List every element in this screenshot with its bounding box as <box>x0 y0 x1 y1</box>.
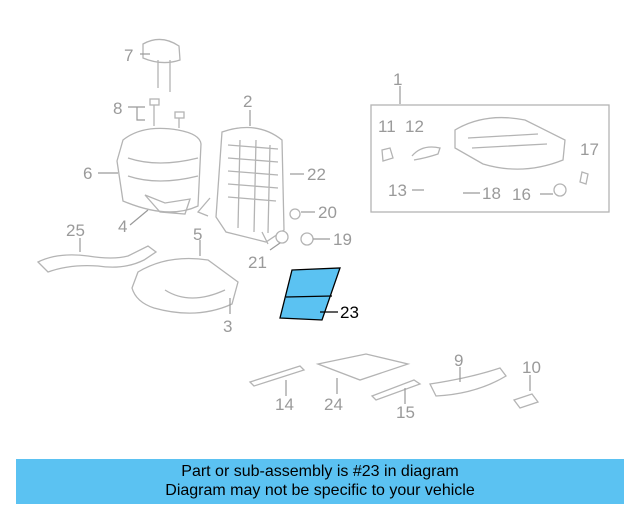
headrest-part <box>142 38 181 92</box>
seat-cushion-part <box>131 257 239 314</box>
label-24: 24 <box>324 395 343 414</box>
bolt-part <box>149 98 185 128</box>
seatback-cover-part <box>116 127 202 215</box>
wire-harness-part <box>36 245 158 273</box>
label-15: 15 <box>396 403 415 422</box>
panel-part <box>315 353 411 381</box>
label-1: 1 <box>393 70 402 89</box>
label-20: 20 <box>318 203 337 222</box>
trim-strip-part <box>248 365 306 387</box>
side-cover-part <box>429 367 507 397</box>
label-21: 21 <box>248 253 267 272</box>
label-5: 5 <box>193 225 202 244</box>
label-3: 3 <box>223 317 232 336</box>
clip-parts <box>275 208 314 246</box>
rail-cover-part <box>370 379 422 401</box>
label-10: 10 <box>522 358 541 377</box>
info-banner: Part or sub-assembly is #23 in diagram D… <box>16 459 624 504</box>
label-19: 19 <box>333 230 352 249</box>
label-22: 22 <box>307 165 326 184</box>
banner-line-1: Part or sub-assembly is #23 in diagram <box>181 463 459 480</box>
seat-parts-diagram: 7 8 6 4 2 22 20 21 19 <box>36 38 610 422</box>
cushion-frame-assembly-box <box>370 104 610 213</box>
label-12: 12 <box>405 117 424 136</box>
bracket-part <box>512 393 540 409</box>
label-16: 16 <box>512 185 531 204</box>
label-4: 4 <box>118 217 127 236</box>
label-17: 17 <box>580 140 599 159</box>
seat-heater-pad-23 <box>279 267 341 321</box>
seatback-frame-part <box>196 126 285 245</box>
label-8: 8 <box>113 99 122 118</box>
label-25: 25 <box>66 221 85 240</box>
label-13: 13 <box>388 181 407 200</box>
label-11: 11 <box>378 117 396 136</box>
label-7: 7 <box>124 46 133 65</box>
label-9: 9 <box>454 351 463 370</box>
label-23: 23 <box>340 303 359 322</box>
label-6: 6 <box>83 164 92 183</box>
banner-line-2: Diagram may not be specific to your vehi… <box>165 482 475 499</box>
label-2: 2 <box>243 92 252 111</box>
label-14: 14 <box>275 395 294 414</box>
label-18: 18 <box>482 184 501 203</box>
